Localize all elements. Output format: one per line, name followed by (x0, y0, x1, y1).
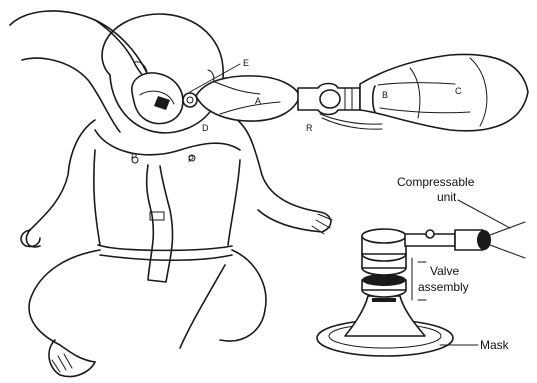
label-p-left: P (131, 152, 137, 162)
label-a: A (255, 96, 261, 106)
label-d: D (202, 123, 209, 133)
label-c: C (455, 86, 462, 96)
label-valve-line2: assembly (418, 280, 469, 294)
infant-figure (21, 14, 332, 377)
label-r: R (306, 123, 313, 133)
label-mask: Mask (480, 338, 510, 352)
label-compressable-unit-line2: unit (437, 190, 457, 204)
label-valve-line1: Valve (430, 264, 459, 278)
bag-connector (298, 84, 360, 115)
label-p-right: P (188, 154, 194, 164)
label-e: E (243, 58, 249, 68)
label-compressable-unit-line1: Compressable (397, 175, 475, 189)
label-b: B (382, 90, 388, 100)
self-inflating-bag (196, 76, 300, 121)
oxygen-tubing (320, 114, 382, 129)
mask-on-face (132, 73, 197, 124)
